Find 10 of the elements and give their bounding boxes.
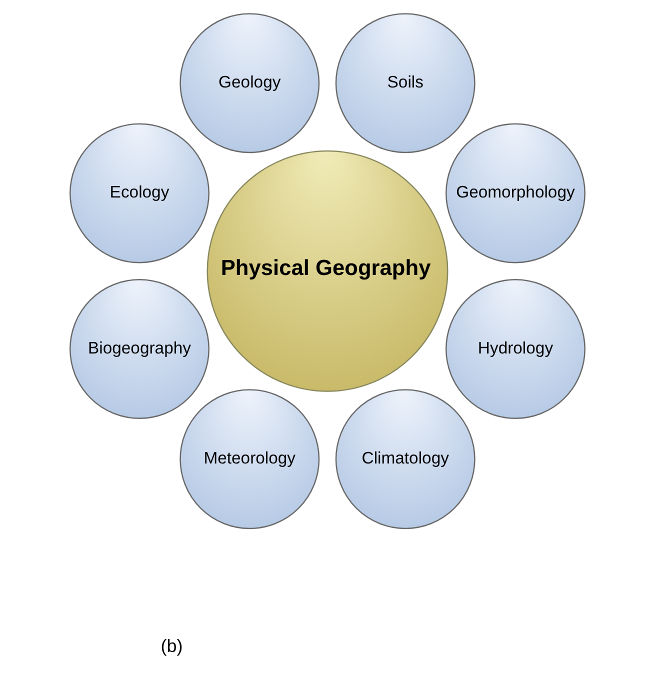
node-circle: Geology [179, 13, 320, 154]
node-circle: Physical Geography [206, 150, 448, 392]
node-circle: Hydrology [444, 278, 585, 419]
node-circle: Climatology [334, 389, 475, 530]
node-circle: Biogeography [69, 278, 210, 419]
label: (b) [160, 636, 182, 656]
node-circle: Soils [334, 13, 475, 154]
node-circle: Meteorology [179, 389, 320, 530]
node-circle: Geomorphology [444, 123, 585, 264]
node-circle: Ecology [69, 123, 210, 264]
